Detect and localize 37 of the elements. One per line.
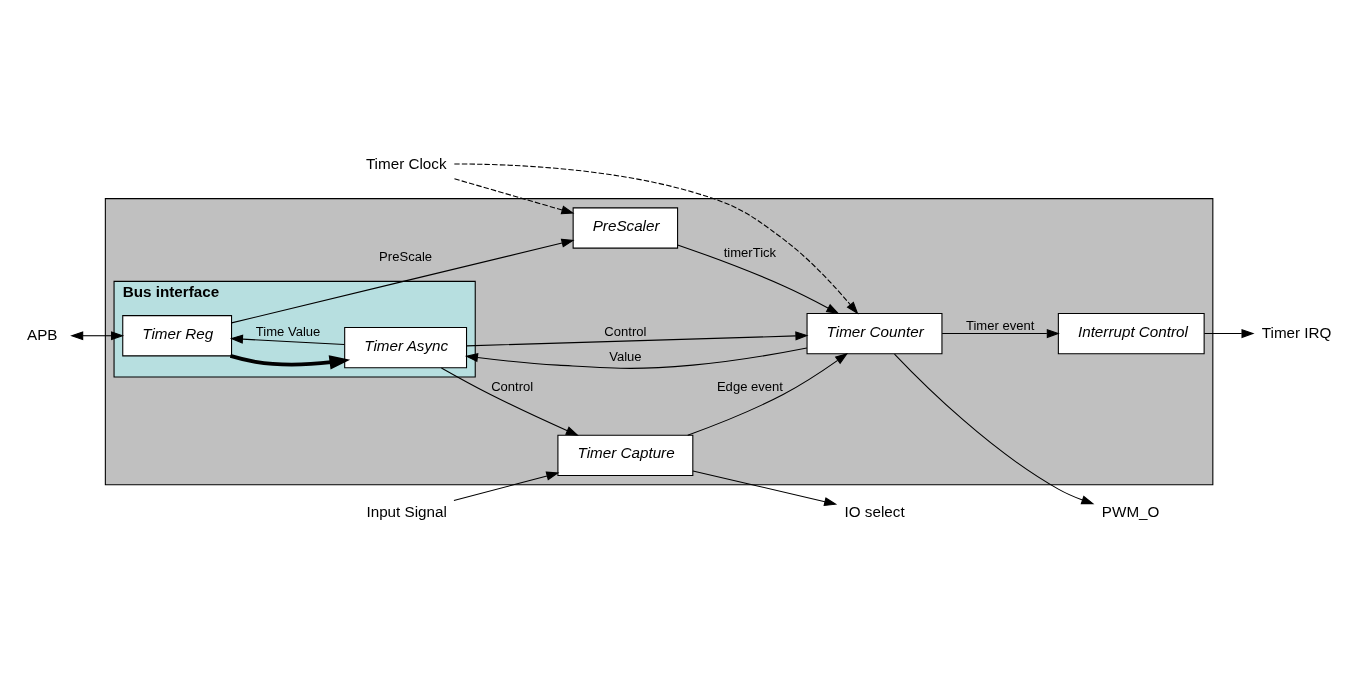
node-text: IO select (844, 502, 905, 520)
edge-label: Value (609, 348, 642, 364)
arrow (453, 471, 560, 501)
arrow (893, 353, 1095, 504)
node-box: Timer Counter (806, 312, 943, 354)
arrow (941, 328, 1060, 338)
node-box: Timer Capture (557, 434, 694, 476)
edge-label: Control (604, 323, 647, 339)
node-text: Timer Clock (365, 154, 447, 172)
arrow (229, 334, 345, 345)
arrow (453, 177, 575, 214)
edge-label: Time Value (255, 323, 321, 339)
node-box: Timer Async (344, 326, 468, 368)
node-text: Input Signal (366, 502, 447, 520)
node-box: Interrupt Control (1057, 312, 1205, 354)
node-text: APB (27, 325, 58, 343)
arrow (453, 162, 859, 314)
node-box: Timer Reg (122, 314, 233, 356)
edge-label: timerTick (723, 244, 777, 260)
arrow (466, 330, 809, 346)
edge-label: PreScale (379, 248, 433, 264)
arrow (677, 243, 840, 314)
edge-label: Timer event (965, 317, 1035, 333)
arrow (464, 346, 808, 369)
arrow (440, 366, 579, 436)
cluster (104, 197, 1214, 485)
node-text: PWM_O (1101, 502, 1160, 520)
arrow (1203, 328, 1255, 338)
node-text: Timer IRQ (1261, 323, 1332, 341)
arrow (70, 330, 125, 340)
arrow (687, 352, 849, 436)
edge-label: Edge event (716, 378, 783, 394)
node-box: PreScaler (572, 206, 679, 249)
arrow (231, 238, 575, 323)
arrow (229, 353, 351, 370)
edge-label: Control (491, 378, 534, 394)
arrow (692, 469, 838, 506)
